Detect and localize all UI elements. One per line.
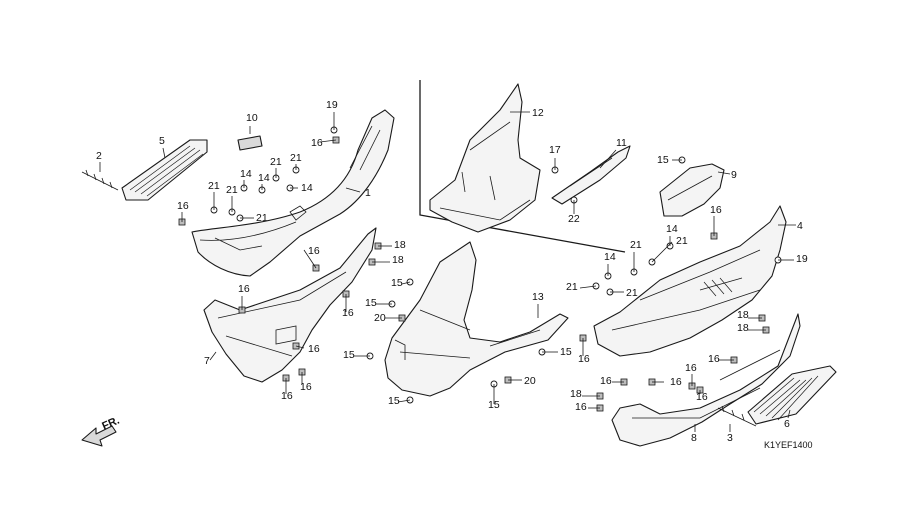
leader-line-16	[319, 139, 337, 143]
callout-15: 15	[657, 154, 669, 166]
callout-9: 9	[731, 169, 737, 181]
part-3-trim-strip	[717, 405, 757, 427]
callout-4: 4	[797, 220, 803, 232]
leader-line-16	[303, 249, 317, 269]
callout-3: 3	[727, 432, 733, 444]
callout-14: 14	[301, 182, 313, 194]
part-5-step-mat	[121, 139, 208, 201]
callout-18: 18	[392, 254, 404, 266]
callout-15: 15	[343, 349, 355, 361]
callout-16: 16	[685, 362, 697, 374]
leader-line-7	[209, 351, 217, 361]
callout-22: 22	[568, 213, 580, 225]
leader-line-9	[717, 171, 731, 175]
callout-18: 18	[394, 239, 406, 251]
part-8-lower-cover	[611, 313, 801, 447]
callout-18: 18	[737, 322, 749, 334]
leader-line-1	[345, 187, 361, 193]
callout-16: 16	[342, 307, 354, 319]
part-2-trim-strip	[81, 169, 119, 191]
callout-21: 21	[566, 281, 578, 293]
callout-16: 16	[708, 353, 720, 365]
callout-18: 18	[570, 388, 582, 400]
callout-20: 20	[374, 312, 386, 324]
callout-15: 15	[560, 346, 572, 358]
callout-14: 14	[666, 223, 678, 235]
leader-line-16	[295, 345, 305, 349]
callout-21: 21	[626, 287, 638, 299]
leader-line-15	[401, 281, 411, 285]
callout-16: 16	[308, 343, 320, 355]
front-direction-label: FR.	[100, 415, 121, 433]
part-6-step-mat	[747, 365, 837, 425]
front-direction-arrow: FR.	[81, 415, 121, 447]
leader-lines	[99, 111, 796, 432]
part-4-floor-body	[593, 205, 787, 357]
callout-16: 16	[300, 381, 312, 393]
callout-21: 21	[208, 180, 220, 192]
callout-8: 8	[691, 432, 697, 444]
callout-16: 16	[281, 390, 293, 402]
reference-code: K1YEF1400	[764, 440, 813, 450]
callout-16: 16	[238, 283, 250, 295]
callout-2: 2	[96, 150, 102, 162]
callout-16: 16	[575, 401, 587, 413]
part-11-bracket	[551, 145, 631, 205]
callout-21: 21	[676, 235, 688, 247]
callout-21: 21	[226, 184, 238, 196]
callout-21: 21	[630, 239, 642, 251]
callout-16: 16	[578, 353, 590, 365]
callout-15: 15	[365, 297, 377, 309]
callout-15: 15	[488, 399, 500, 411]
leader-line-21	[651, 241, 673, 263]
callout-14: 14	[604, 251, 616, 263]
callout-10: 10	[246, 112, 258, 124]
callout-20: 20	[524, 375, 536, 387]
leader-line-21	[579, 285, 597, 289]
callout-13: 13	[532, 291, 544, 303]
callout-19: 19	[326, 99, 338, 111]
callout-11: 11	[616, 137, 627, 149]
callout-17: 17	[549, 144, 561, 156]
callout-14: 14	[240, 168, 252, 180]
leader-line-15	[397, 399, 411, 403]
callout-16: 16	[311, 137, 323, 149]
callout-21: 21	[290, 152, 302, 164]
leader-line-6	[787, 409, 791, 419]
part-1-side-cover	[191, 109, 395, 277]
part-13-center-floor	[384, 241, 569, 397]
callout-6: 6	[784, 418, 790, 430]
callout-21: 21	[270, 156, 282, 168]
inset-frame	[419, 80, 626, 253]
leader-line-11	[599, 149, 617, 169]
callout-5: 5	[159, 135, 165, 147]
callout-15: 15	[391, 277, 403, 289]
callout-18: 18	[737, 309, 749, 321]
leader-line-5	[162, 147, 166, 159]
callout-14: 14	[258, 172, 270, 184]
callout-16: 16	[696, 391, 708, 403]
part-9-rear-cover	[659, 163, 725, 217]
callout-16: 16	[177, 200, 189, 212]
callout-7: 7	[204, 355, 210, 367]
callout-12: 12	[532, 107, 544, 119]
part-12-inner-panel	[429, 83, 541, 233]
part-10-cap	[237, 135, 263, 151]
callout-16: 16	[670, 376, 682, 388]
callout-21: 21	[256, 212, 268, 224]
callout-16: 16	[600, 375, 612, 387]
callout-19: 19	[796, 253, 808, 265]
callout-1: 1	[365, 187, 371, 199]
callout-15: 15	[388, 395, 400, 407]
callout-16: 16	[308, 245, 320, 257]
callout-16: 16	[710, 204, 722, 216]
